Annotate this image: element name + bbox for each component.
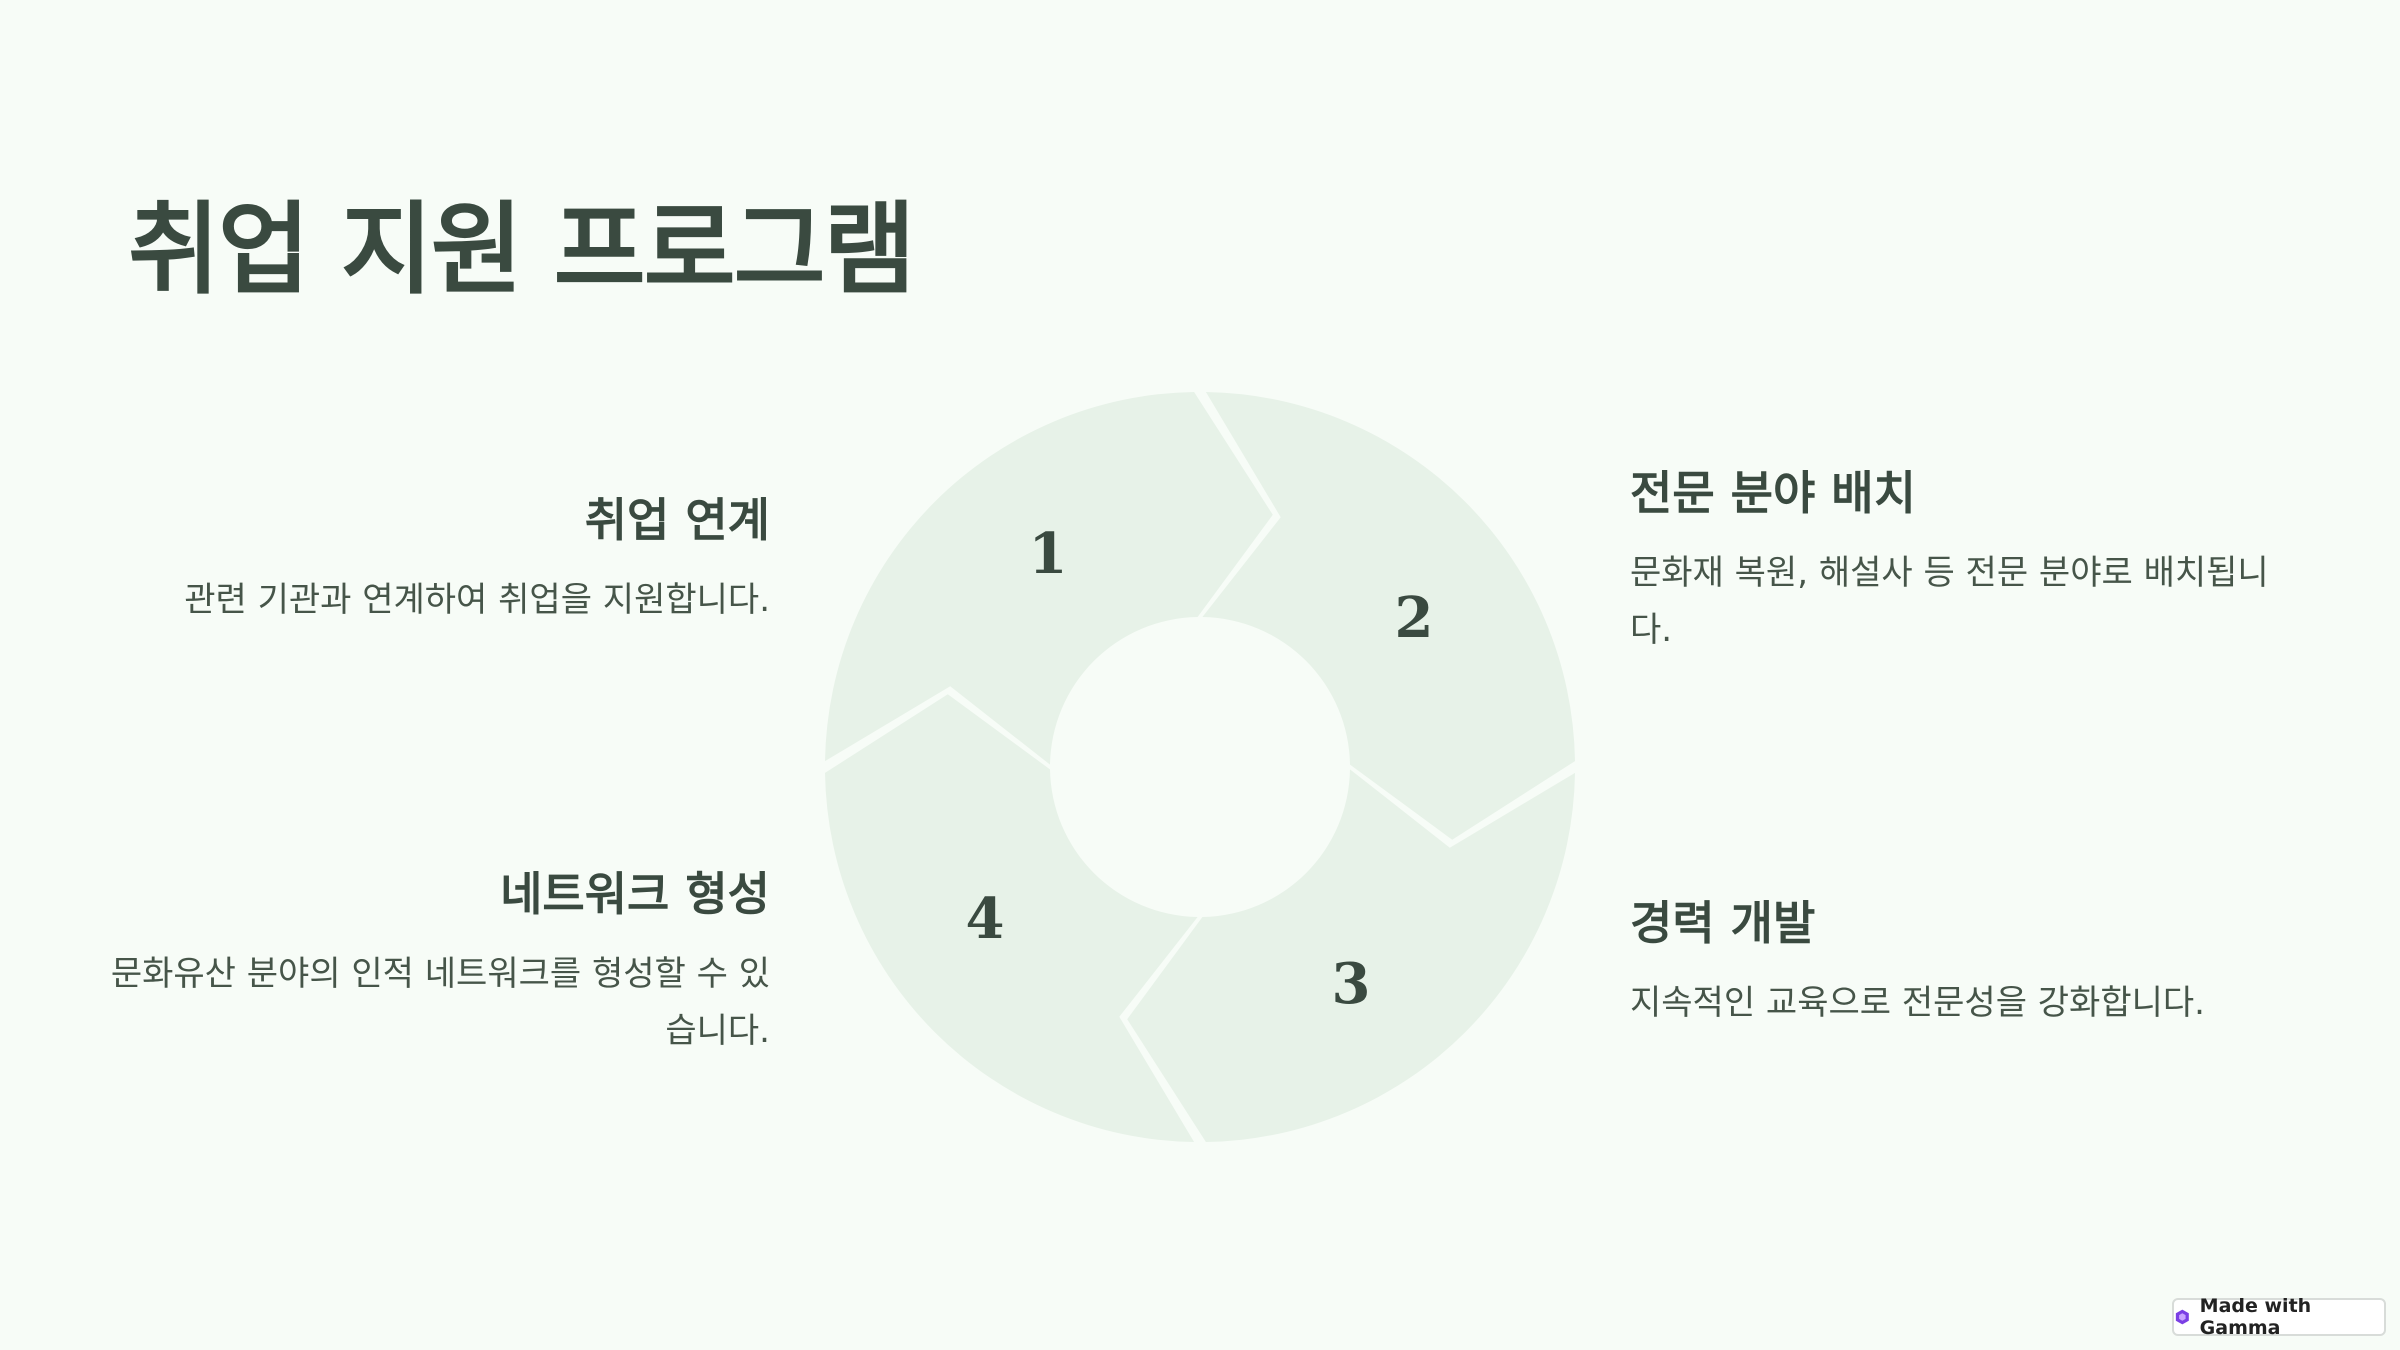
made-with-gamma-badge[interactable]: Made with Gamma bbox=[2172, 1295, 2386, 1339]
step-3-heading: 경력 개발 bbox=[1630, 896, 1816, 950]
step-3-number: 3 bbox=[1332, 951, 1371, 1017]
step-1-text: 관련 기관과 연계하여 취업을 지원합니다. bbox=[184, 579, 770, 620]
step-2-text: 문화재 복원, 해설사 등 전문 분야로 배치됩니다. bbox=[1630, 552, 2269, 650]
step-2-block: 전문 분야 배치 문화재 복원, 해설사 등 전문 분야로 배치됩니다. bbox=[1630, 465, 2290, 659]
step-4-heading: 네트워크 형성 bbox=[500, 867, 770, 921]
step-4-block: 네트워크 형성 문화유산 분야의 인적 네트워크를 형성할 수 있습니다. bbox=[110, 866, 770, 1060]
cycle-segment-4 bbox=[825, 392, 1273, 765]
gamma-logo-icon bbox=[2175, 1309, 2189, 1325]
step-4-number: 4 bbox=[966, 886, 1005, 952]
step-1-number: 1 bbox=[1029, 521, 1068, 587]
step-4-text: 문화유산 분야의 인적 네트워크를 형성할 수 있습니다. bbox=[110, 953, 770, 1051]
badge-label: Made with Gamma bbox=[2199, 1295, 2312, 1339]
step-2-number: 2 bbox=[1395, 585, 1434, 651]
step-1-block: 취업 연계 관련 기관과 연계하여 취업을 지원합니다. bbox=[130, 492, 770, 629]
cycle-segment-2 bbox=[1127, 769, 1575, 1142]
step-3-block: 경력 개발 지속적인 교육으로 전문성을 강화합니다. bbox=[1630, 895, 2290, 1032]
cycle-segment-1 bbox=[1202, 392, 1575, 840]
step-3-text: 지속적인 교육으로 전문성을 강화합니다. bbox=[1630, 982, 2205, 1023]
cycle-segment-3 bbox=[825, 694, 1198, 1142]
step-1-heading: 취업 연계 bbox=[584, 493, 770, 547]
page-title: 취업 지원 프로그램 bbox=[128, 191, 916, 308]
step-2-heading: 전문 분야 배치 bbox=[1630, 466, 1916, 520]
